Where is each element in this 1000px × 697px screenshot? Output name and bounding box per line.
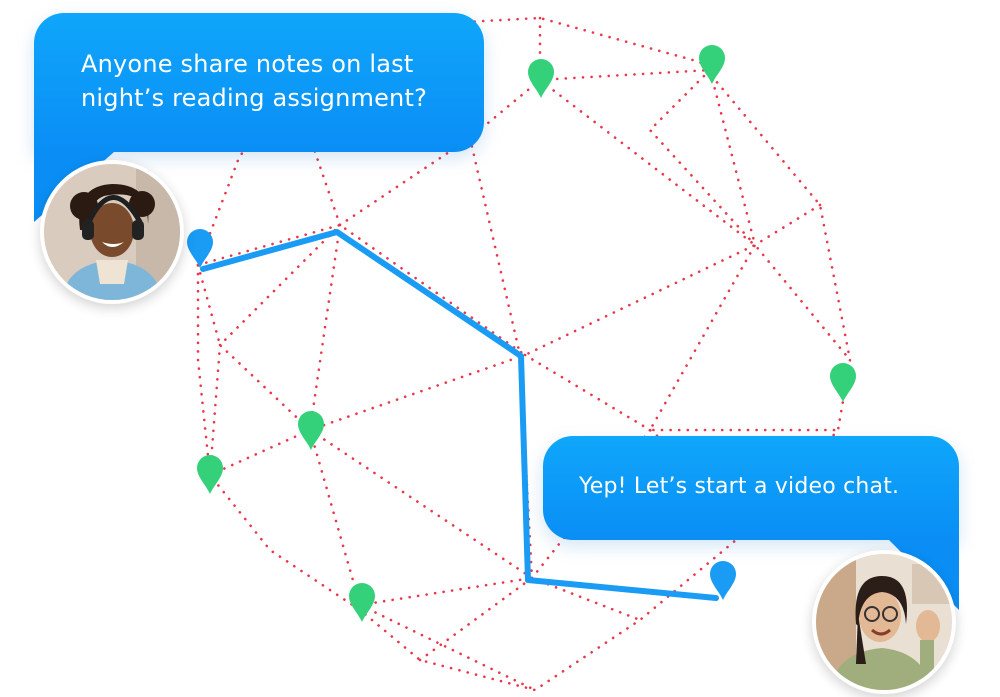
location-pins bbox=[187, 45, 857, 622]
incoming-message-bubble: Anyone share notes on last night’s readi… bbox=[34, 13, 484, 222]
green-location-pin-icon bbox=[298, 411, 324, 450]
person-with-headphones-avatar bbox=[40, 160, 184, 304]
green-location-pin-icon bbox=[197, 455, 223, 494]
person-waving-avatar bbox=[812, 550, 956, 694]
outgoing-message-bubble: Yep! Let’s start a video chat. bbox=[543, 436, 959, 610]
green-location-pin-icon bbox=[349, 583, 375, 622]
message-text: Anyone share notes on last night’s readi… bbox=[81, 50, 428, 112]
chat-route-line bbox=[200, 229, 719, 601]
green-location-pin-icon bbox=[830, 362, 857, 402]
message-text: Yep! Let’s start a video chat. bbox=[579, 474, 900, 499]
green-location-pin-icon bbox=[528, 59, 554, 98]
blue-location-pin-icon bbox=[710, 561, 736, 600]
blue-location-pin-icon bbox=[187, 229, 213, 268]
green-location-pin-icon bbox=[699, 45, 725, 84]
